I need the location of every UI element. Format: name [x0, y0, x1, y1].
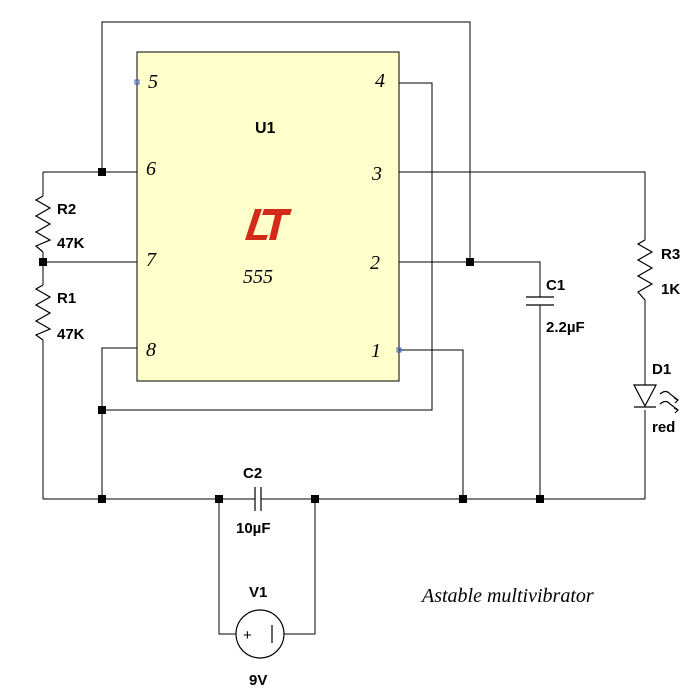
pin-label-3: 3: [371, 163, 382, 185]
battery-v1: [235, 609, 285, 659]
lt-logo-icon: [245, 209, 292, 240]
v1-value: 9V: [249, 672, 267, 689]
r2-value: 47K: [57, 235, 85, 252]
capacitor-c2: [254, 487, 262, 511]
r3-value: 1K: [661, 281, 680, 298]
pin-label-8: 8: [146, 339, 156, 361]
r1-ref: R1: [57, 290, 76, 307]
pin-label-7: 7: [146, 249, 157, 271]
pin1-marker: [396, 347, 402, 353]
capacitor-c1: [526, 296, 554, 306]
chip-body: [136, 51, 400, 382]
diagram-caption: Astable multivibrator: [420, 585, 594, 607]
v1-ref: V1: [249, 584, 267, 601]
d1-value: red: [652, 419, 675, 436]
pin-label-6: 6: [146, 158, 156, 180]
r3-ref: R3: [661, 246, 680, 263]
wires: [42, 21, 646, 635]
d1-ref: D1: [652, 361, 671, 378]
pin-label-5: 5: [148, 71, 158, 93]
pin-label-1: 1: [371, 340, 381, 362]
c1-ref: C1: [546, 277, 565, 294]
battery-plus-sign: +: [243, 627, 252, 644]
c2-value: 10µF: [236, 520, 271, 537]
chip-part: 555: [243, 266, 273, 288]
resistor-r2: [34, 195, 52, 253]
resistor-r1: [34, 284, 52, 341]
junction-dots: [39, 168, 544, 503]
r1-value: 47K: [57, 326, 85, 343]
pin-label-2: 2: [370, 252, 380, 274]
c2-ref: C2: [243, 465, 262, 482]
r2-ref: R2: [57, 201, 76, 218]
resistor-r3: [636, 239, 654, 301]
chip-ref: U1: [255, 120, 276, 137]
pin5-marker: [134, 79, 140, 85]
led-d1: [633, 384, 680, 414]
c1-value: 2.2µF: [546, 319, 585, 336]
pin-label-4: 4: [375, 70, 385, 92]
